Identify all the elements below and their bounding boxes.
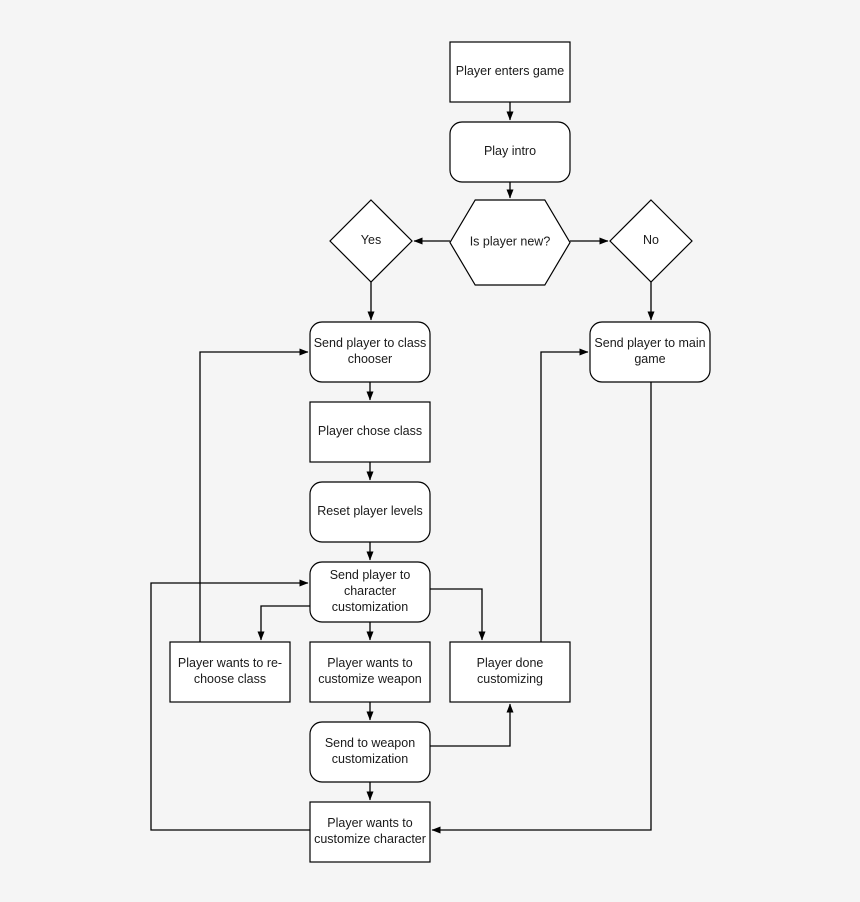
- node-yes[interactable]: Yes: [329, 199, 413, 283]
- node-label-line: choose class: [194, 672, 266, 686]
- node-label-player-done-customizing: Player done customizing: [477, 656, 544, 686]
- node-label-line: Reset player levels: [317, 504, 423, 518]
- node-label-line: Player wants to: [327, 656, 413, 670]
- node-label-player-wants-to-customize-weapon: Player wants to customize weapon: [318, 656, 422, 686]
- node-label-line: Play intro: [484, 144, 536, 158]
- node-label-line: Player chose class: [318, 424, 422, 438]
- edge-character-customization-to-player-done: [430, 588, 486, 641]
- node-player-wants-to-customize-weapon[interactable]: Player wants to customize weapon: [309, 641, 431, 703]
- node-label-line: chooser: [348, 352, 392, 366]
- node-shape-rounded-rectangle: [309, 721, 431, 783]
- node-label-reset-player-levels: Reset player levels: [317, 504, 423, 518]
- node-no[interactable]: No: [609, 199, 693, 283]
- node-label-no: No: [643, 233, 659, 247]
- node-shape-rectangle: [449, 641, 571, 703]
- node-label-line: Send player to main: [594, 336, 705, 350]
- node-shape-rounded-rectangle: [309, 481, 431, 543]
- edge-player-done-to-main-game: [540, 348, 589, 642]
- edge-main-game-to-customize-character: [431, 382, 652, 834]
- node-label-line: game: [634, 352, 665, 366]
- edge-customize-character-to-character-customization: [150, 579, 310, 831]
- node-label-send-player-to-character-customization: Send player to character customization: [330, 568, 411, 614]
- node-label-line: customization: [332, 600, 408, 614]
- node-label-player-enters-game: Player enters game: [456, 64, 564, 78]
- node-player-wants-to-rechoose-class[interactable]: Player wants to re-choose class: [169, 641, 291, 703]
- node-label-line: Send player to: [330, 568, 411, 582]
- node-label-line: Player wants to re-: [178, 656, 282, 670]
- node-label-line: customize character: [314, 832, 426, 846]
- node-label-is-player-new: Is player new?: [470, 235, 551, 249]
- node-label-line: Player done: [477, 656, 544, 670]
- node-is-player-new[interactable]: Is player new?: [449, 199, 571, 286]
- node-send-to-weapon-customization[interactable]: Send to weapon customization: [309, 721, 431, 783]
- edge-rechoose-class-to-class-chooser: [199, 348, 309, 642]
- node-label-send-to-weapon-customization: Send to weapon customization: [325, 736, 415, 766]
- node-label-line: Player wants to: [327, 816, 413, 830]
- node-shape-rectangle: [309, 641, 431, 703]
- node-shape-rectangle: [449, 41, 571, 103]
- node-label-line: Yes: [361, 233, 381, 247]
- edge-character-customization-to-rechoose-class: [257, 605, 310, 641]
- node-play-intro[interactable]: Play intro: [449, 121, 571, 183]
- node-label-line: customize weapon: [318, 672, 422, 686]
- node-shape-diamond: [609, 199, 693, 283]
- node-player-wants-to-customize-character[interactable]: Player wants to customize character: [309, 801, 431, 863]
- edges-layer: [150, 102, 655, 834]
- node-shape-rectangle: [309, 401, 431, 463]
- node-label-line: Is player new?: [470, 235, 551, 249]
- node-shape-rectangle: [169, 641, 291, 703]
- node-shape-rounded-rectangle: [449, 121, 571, 183]
- node-shape-rounded-rectangle: [309, 321, 431, 383]
- node-player-done-customizing[interactable]: Player done customizing: [449, 641, 571, 703]
- node-send-player-to-main-game[interactable]: Send player to main game: [589, 321, 711, 383]
- node-label-line: No: [643, 233, 659, 247]
- node-label-line: Send to weapon: [325, 736, 415, 750]
- node-label-yes: Yes: [361, 233, 381, 247]
- node-shape-rounded-rectangle: [589, 321, 711, 383]
- node-send-player-to-character-customization[interactable]: Send player to character customization: [309, 561, 431, 623]
- node-label-play-intro: Play intro: [484, 144, 536, 158]
- node-send-player-to-class-chooser[interactable]: Send player to class chooser: [309, 321, 431, 383]
- node-label-line: Player enters game: [456, 64, 564, 78]
- node-shape-rectangle: [309, 801, 431, 863]
- edge-send-weapon-customization-to-player-done: [430, 703, 514, 747]
- node-player-enters-game[interactable]: Player enters game: [449, 41, 571, 103]
- node-shape-hexagon: [449, 199, 571, 286]
- node-label-player-chose-class: Player chose class: [318, 424, 422, 438]
- node-label-line: customizing: [477, 672, 543, 686]
- node-label-send-player-to-main-game: Send player to main game: [594, 336, 705, 366]
- node-label-player-wants-to-rechoose-class: Player wants to re-choose class: [178, 656, 282, 686]
- node-player-chose-class[interactable]: Player chose class: [309, 401, 431, 463]
- node-shape-diamond: [329, 199, 413, 283]
- node-shape-rounded-rectangle: [309, 561, 431, 623]
- node-label-line: character: [344, 584, 396, 598]
- node-label-player-wants-to-customize-character: Player wants to customize character: [314, 816, 426, 846]
- node-reset-player-levels[interactable]: Reset player levels: [309, 481, 431, 543]
- node-label-line: Send player to class: [314, 336, 427, 350]
- node-label-send-player-to-class-chooser: Send player to class chooser: [314, 336, 427, 366]
- node-label-line: customization: [332, 752, 408, 766]
